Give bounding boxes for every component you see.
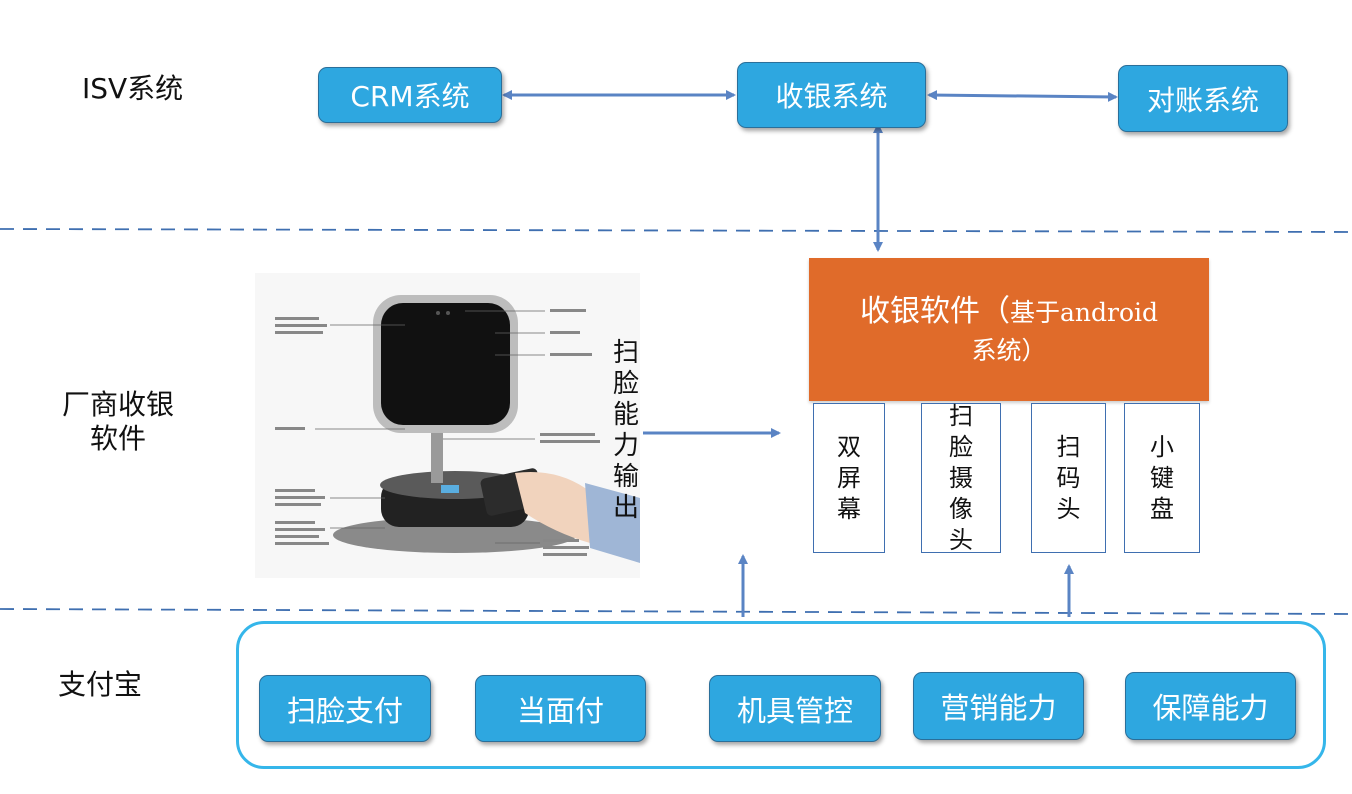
cashier-software-title-line2: 系统） <box>971 336 1047 365</box>
cashier-software-title-line1: 收银软件（基于android <box>860 291 1158 334</box>
capability-assurance-label: 保障能力 <box>1152 691 1269 725</box>
row-label-vendor: 厂商收银软件 <box>61 388 174 455</box>
crm-system-label: CRM系统 <box>350 80 470 113</box>
capability-marketing-label: 营销能力 <box>940 691 1057 725</box>
hardware-face-camera-label: 扫脸摄像头 <box>949 401 973 554</box>
separator-bottom <box>0 608 1352 615</box>
capability-face-to-face-pay-label: 当面付 <box>516 693 604 728</box>
capability-device-control-box: 机具管控 <box>709 675 881 742</box>
arrow-cashier-reconciliation <box>927 90 1118 102</box>
cashier-software-title-sub: 基于android <box>1009 298 1158 327</box>
capability-face-pay-box: 扫脸支付 <box>259 675 431 742</box>
hardware-dual-screen-label: 双屏幕 <box>837 432 861 523</box>
cashier-system-box: 收银系统 <box>737 62 926 128</box>
device-image <box>255 273 640 578</box>
capability-face-pay-label: 扫脸支付 <box>286 693 403 728</box>
separator-top <box>0 228 1352 233</box>
capability-assurance-box: 保障能力 <box>1125 672 1296 740</box>
reconciliation-system-box: 对账系统 <box>1118 65 1288 132</box>
face-capability-output-label: 扫脸能力输出 <box>612 338 639 523</box>
capability-device-control-label: 机具管控 <box>736 693 853 728</box>
cashier-system-label: 收银系统 <box>775 80 888 113</box>
cashier-software-title: 收银软件（ <box>859 294 1010 329</box>
hardware-scanner-label: 扫码头 <box>1056 432 1081 523</box>
capability-face-to-face-pay-box: 当面付 <box>475 675 646 742</box>
hardware-keypad-box: 小键盘 <box>1124 403 1200 553</box>
hardware-face-camera-box: 扫脸摄像头 <box>921 401 1001 554</box>
crm-system-box: CRM系统 <box>318 67 502 123</box>
hardware-keypad-label: 小键盘 <box>1150 432 1174 523</box>
cashier-software-box: 收银软件（基于android 系统） <box>809 258 1209 401</box>
reconciliation-system-label: 对账系统 <box>1146 83 1259 117</box>
alipay-capabilities-container <box>236 621 1326 769</box>
row-label-isv: ISV系统 <box>82 72 184 105</box>
face-pay-device-illustration <box>255 273 640 578</box>
row-label-alipay: 支付宝 <box>58 668 143 701</box>
capability-marketing-box: 营销能力 <box>913 672 1084 740</box>
hardware-scanner-box: 扫码头 <box>1031 403 1106 553</box>
hardware-dual-screen-box: 双屏幕 <box>813 403 885 553</box>
